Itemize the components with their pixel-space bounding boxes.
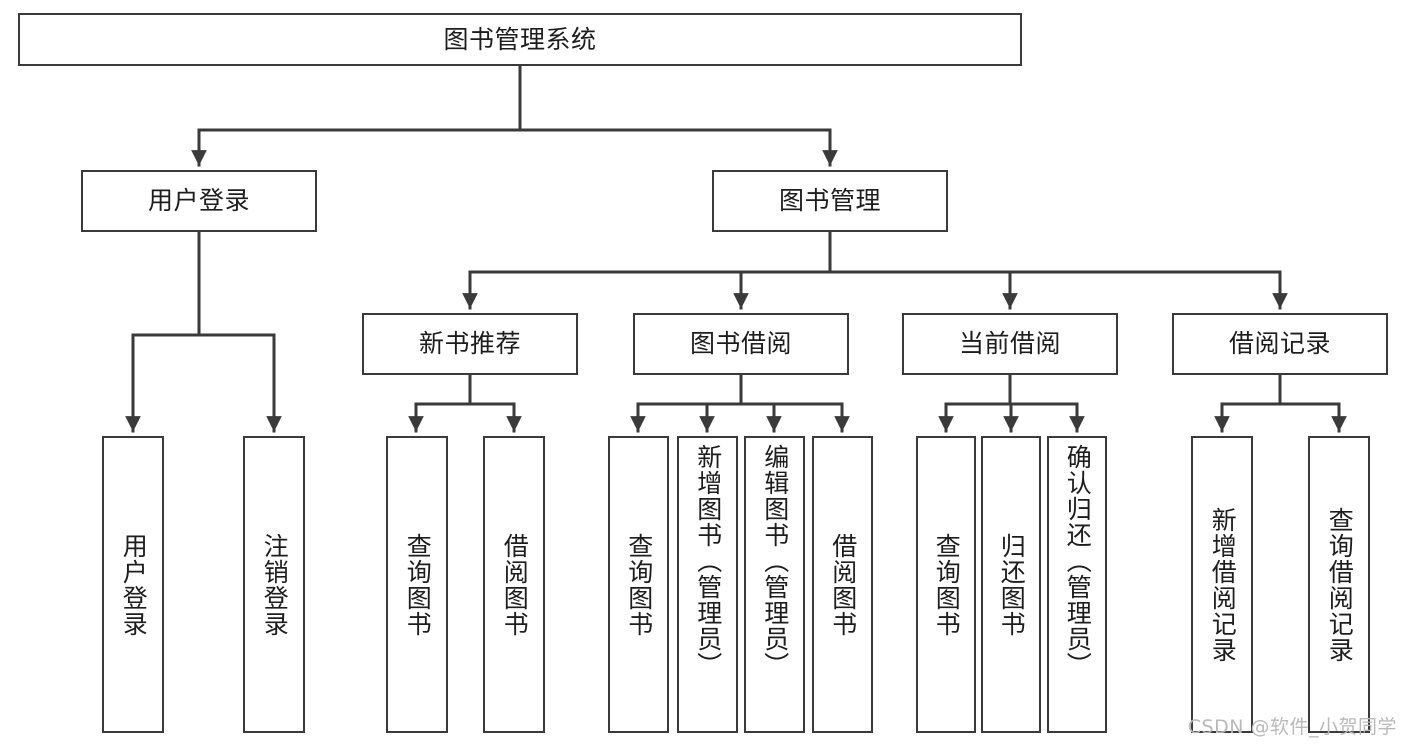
leaf-new-book-borrow-book[interactable]: 借阅图书 [483,436,545,733]
node-label: 编辑图书（管理员） [760,444,790,678]
node-label: 图书借阅 [689,329,792,359]
node-book-management-system[interactable]: 图书管理系统 [18,13,1022,66]
leaf-current-borrow-confirm-return-admin[interactable]: 确认归还（管理员） [1047,436,1107,733]
leaf-book-borrow-query-book[interactable]: 查询图书 [608,436,669,733]
leaf-borrow-record-query-record[interactable]: 查询借阅记录 [1308,436,1370,733]
node-borrow-record[interactable]: 借阅记录 [1172,313,1388,375]
leaf-borrow-record-add-record[interactable]: 新增借阅记录 [1191,436,1253,733]
leaf-book-borrow-borrow-book[interactable]: 借阅图书 [812,436,873,733]
leaf-user-login-login[interactable]: 用户登录 [102,436,164,733]
node-label: 图书管理 [778,186,881,216]
node-label: 借阅图书 [828,532,858,637]
node-label: 借阅图书 [500,532,530,637]
node-label: 图书管理系统 [443,24,597,54]
leaf-book-borrow-add-book-admin[interactable]: 新增图书（管理员） [677,436,738,733]
csdn-watermark: CSDN @软件_小贺同学 [1187,716,1397,738]
node-label: 用户登录 [119,532,149,637]
node-label: 查询图书 [403,532,433,637]
node-label: 借阅记录 [1228,329,1331,359]
node-label: 新增借阅记录 [1208,506,1238,663]
node-label: 当前借阅 [958,329,1061,359]
node-label: 新书推荐 [418,329,521,359]
leaf-current-borrow-query-book[interactable]: 查询图书 [916,436,976,733]
node-user-login[interactable]: 用户登录 [81,170,317,232]
node-book-management[interactable]: 图书管理 [712,170,948,232]
leaf-current-borrow-return-book[interactable]: 归还图书 [981,436,1041,733]
node-label: 查询图书 [932,532,962,637]
node-new-book-recommend[interactable]: 新书推荐 [362,313,578,375]
node-label: 查询图书 [624,532,654,637]
leaf-book-borrow-edit-book-admin[interactable]: 编辑图书（管理员） [744,436,805,733]
node-book-borrow[interactable]: 图书借阅 [633,313,849,375]
node-label: 查询借阅记录 [1325,506,1355,663]
leaf-new-book-query-book[interactable]: 查询图书 [386,436,448,733]
node-current-borrow[interactable]: 当前借阅 [902,313,1118,375]
node-label: 新增图书（管理员） [693,444,723,678]
leaf-user-login-logout[interactable]: 注销登录 [243,436,305,733]
node-label: 注销登录 [260,532,290,637]
node-label: 归还图书 [997,532,1027,637]
node-label: 确认归还（管理员） [1063,444,1093,678]
node-label: 用户登录 [147,186,250,216]
